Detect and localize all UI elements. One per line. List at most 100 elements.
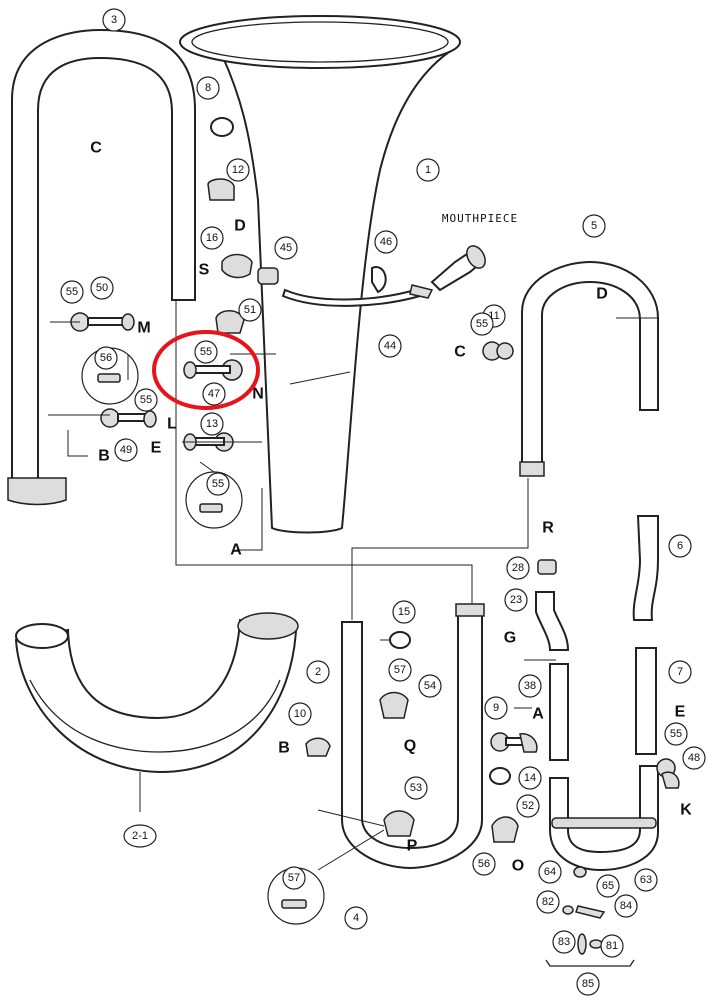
part-callout-84 bbox=[614, 894, 638, 918]
part-callout-85 bbox=[576, 972, 600, 996]
part-callout-56 bbox=[472, 852, 496, 876]
part-number-53: 53 bbox=[410, 782, 422, 794]
part-number-83: 83 bbox=[558, 936, 570, 948]
part-callout-52 bbox=[516, 794, 540, 818]
bell-part bbox=[179, 15, 461, 534]
part-callout-65 bbox=[596, 874, 620, 898]
part-callout-15 bbox=[392, 600, 416, 624]
part-number-23: 23 bbox=[510, 594, 522, 606]
part-callout-13 bbox=[200, 412, 224, 436]
tube-part-38 bbox=[549, 663, 569, 761]
part-callout-55 bbox=[470, 312, 494, 336]
part-callout-55 bbox=[664, 722, 688, 746]
connection-lines bbox=[48, 300, 658, 871]
part-callout-2-1 bbox=[123, 824, 157, 848]
part-callout-44 bbox=[378, 334, 402, 358]
connection-letter-O: O bbox=[512, 858, 524, 875]
connection-letter-P: P bbox=[407, 838, 418, 855]
part-number-85: 85 bbox=[582, 978, 594, 990]
mouthpiece-part bbox=[430, 245, 486, 292]
connection-letter-M: M bbox=[137, 320, 150, 337]
connection-letter-C: C bbox=[90, 140, 102, 157]
part-number-2-1: 2-1 bbox=[132, 830, 148, 842]
part-number-57: 57 bbox=[288, 872, 300, 884]
part-number-14: 14 bbox=[524, 772, 536, 784]
part-callout-55 bbox=[60, 280, 84, 304]
connection-letter-A: A bbox=[230, 542, 242, 559]
part-callout-5 bbox=[582, 214, 606, 238]
part-number-9: 9 bbox=[493, 702, 499, 714]
part-number-55: 55 bbox=[140, 394, 152, 406]
part-number-5: 5 bbox=[591, 220, 597, 232]
part-number-7: 7 bbox=[677, 666, 683, 678]
part-callout-82 bbox=[536, 890, 560, 914]
part-number-4: 4 bbox=[353, 912, 359, 924]
part-number-28: 28 bbox=[512, 562, 524, 574]
connection-letter-S: S bbox=[199, 262, 210, 279]
part-callout-12 bbox=[226, 158, 250, 182]
connection-letter-D: D bbox=[234, 218, 246, 235]
connection-letter-G: G bbox=[504, 630, 516, 647]
part-number-55: 55 bbox=[66, 286, 78, 298]
part-number-52: 52 bbox=[522, 800, 534, 812]
part-callout-64 bbox=[538, 860, 562, 884]
connection-letter-K: K bbox=[680, 802, 692, 819]
part-number-82: 82 bbox=[542, 896, 554, 908]
part-callout-7 bbox=[668, 660, 692, 684]
part-callout-51 bbox=[238, 298, 262, 322]
part-callout-6 bbox=[668, 534, 692, 558]
part-callout-57 bbox=[282, 866, 306, 890]
bow-part-2 bbox=[14, 612, 299, 774]
part-callout-49 bbox=[114, 438, 138, 462]
part-number-6: 6 bbox=[677, 540, 683, 552]
part-number-55: 55 bbox=[476, 318, 488, 330]
part-number-65: 65 bbox=[602, 880, 614, 892]
part-number-47: 47 bbox=[208, 388, 220, 400]
connection-letter-R: R bbox=[542, 520, 554, 537]
connection-letter-N: N bbox=[252, 386, 264, 403]
bow-part-63 bbox=[549, 765, 659, 872]
part-callout-45 bbox=[274, 236, 298, 260]
part-callout-4 bbox=[344, 906, 368, 930]
part-callout-55 bbox=[206, 472, 230, 496]
part-number-50: 50 bbox=[96, 282, 108, 294]
part-callout-3 bbox=[102, 8, 126, 32]
part-callout-56 bbox=[94, 346, 118, 370]
part-number-12: 12 bbox=[232, 164, 244, 176]
part-number-3: 3 bbox=[111, 14, 117, 26]
part-callout-10 bbox=[288, 702, 312, 726]
part-callout-54 bbox=[418, 674, 442, 698]
part-callout-38 bbox=[518, 674, 542, 698]
bow-part-5 bbox=[519, 260, 659, 477]
part-callout-55 bbox=[134, 388, 158, 412]
part-callout-83 bbox=[552, 930, 576, 954]
part-number-16: 16 bbox=[206, 232, 218, 244]
part-callout-46 bbox=[374, 230, 398, 254]
part-callout-16 bbox=[200, 226, 224, 250]
part-number-45: 45 bbox=[280, 242, 292, 254]
part-number-48: 48 bbox=[688, 752, 700, 764]
connection-letter-E: E bbox=[675, 704, 686, 721]
connection-letter-Q: Q bbox=[404, 738, 416, 755]
part-number-15: 15 bbox=[398, 606, 410, 618]
tube-part-7 bbox=[635, 647, 657, 755]
part-callout-53 bbox=[404, 776, 428, 800]
connection-letter-E: E bbox=[151, 440, 162, 457]
part-number-56: 56 bbox=[100, 352, 112, 364]
part-number-8: 8 bbox=[205, 82, 211, 94]
part-number-44: 44 bbox=[384, 340, 396, 352]
part-callout-28 bbox=[506, 556, 530, 580]
connection-letter-L: L bbox=[167, 416, 177, 433]
part-callout-81 bbox=[600, 934, 624, 958]
part-callout-23 bbox=[504, 588, 528, 612]
part-callout-2 bbox=[306, 660, 330, 684]
connection-letter-B: B bbox=[98, 448, 110, 465]
part-callout-8 bbox=[196, 76, 220, 100]
part-callout-57 bbox=[388, 658, 412, 682]
part-number-49: 49 bbox=[120, 444, 132, 456]
part-number-55: 55 bbox=[212, 478, 224, 490]
part-number-57: 57 bbox=[394, 664, 406, 676]
part-callout-48 bbox=[682, 746, 706, 770]
part-number-46: 46 bbox=[380, 236, 392, 248]
part-callout-50 bbox=[90, 276, 114, 300]
